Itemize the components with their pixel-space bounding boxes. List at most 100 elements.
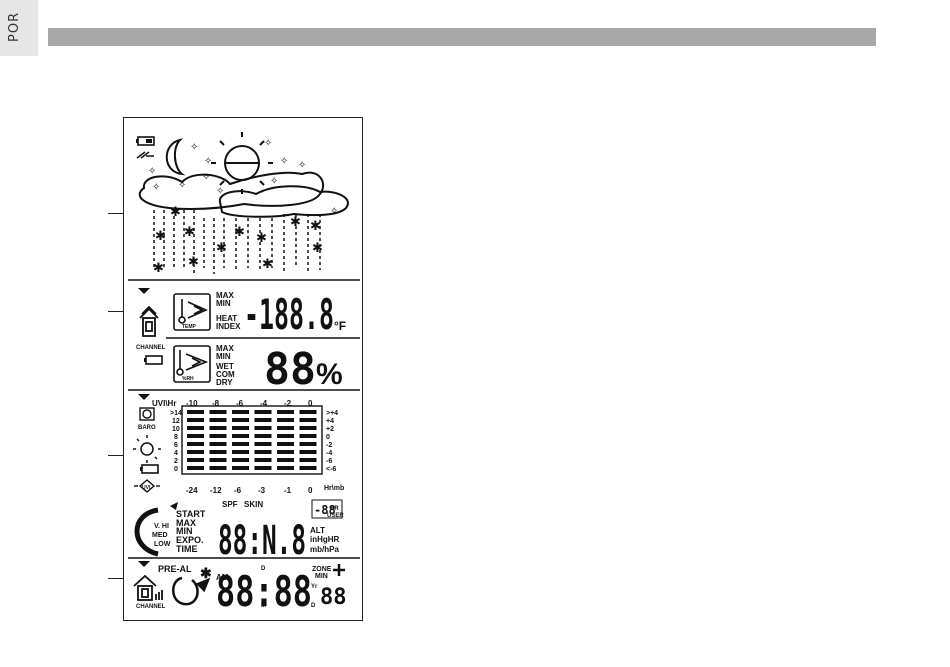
humidity-section: %RH MAX MIN WET COM DRY 88 %	[173, 344, 343, 395]
temperature-readout: -188.8	[244, 290, 334, 339]
temperature-unit: °F	[334, 319, 346, 333]
graph-segment	[187, 426, 204, 430]
graph-bars	[187, 410, 317, 470]
graph-segment	[299, 434, 317, 438]
zone-label: ZONE	[312, 566, 332, 573]
temperature-section: CHANNEL TEMP MAX MIN HEAT INDEX -188.8 °…	[136, 288, 346, 365]
vhi-label: V. HI	[154, 523, 169, 530]
graph-segment	[254, 434, 272, 438]
spf-label: SPF	[222, 500, 238, 509]
right-tick-8: <-6	[326, 466, 336, 473]
graph-section: UVI\Hr -10 -8 -6 -4 -2 0 BARO UVI >14 12	[133, 394, 344, 495]
right-tick-2: +4	[326, 418, 334, 425]
start-label: START	[176, 509, 206, 519]
battery-icon	[136, 136, 155, 146]
right-tick-7: -6	[326, 458, 332, 465]
graph-segment	[187, 418, 204, 422]
graph-segment	[209, 450, 227, 454]
svg-text:✧: ✧	[152, 182, 160, 193]
clock-arrow-down-icon	[138, 561, 150, 567]
temp-channel-label: CHANNEL	[136, 345, 166, 351]
graph-segment	[299, 426, 317, 430]
graph-segment	[232, 418, 249, 422]
graph-segment	[232, 466, 249, 470]
graph-segment	[277, 434, 294, 438]
snow-small-icon: ✱	[200, 565, 212, 581]
graph-segment	[277, 450, 294, 454]
dry-label: DRY	[216, 378, 233, 387]
uv-sun-icon	[133, 435, 161, 463]
graph-segment	[209, 410, 227, 414]
temp-battery-icon	[144, 355, 163, 365]
user-box	[311, 499, 343, 519]
graph-segment	[187, 450, 204, 454]
svg-text:✧: ✧	[178, 180, 186, 191]
svg-text:✱: ✱	[184, 225, 195, 240]
alarm-clock-icon	[172, 576, 211, 606]
top-tick-4: -4	[260, 399, 268, 408]
graph-segment	[187, 466, 204, 470]
low-label: LOW	[154, 541, 171, 548]
svg-text:✧: ✧	[264, 138, 272, 149]
left-tick-8: 0	[174, 466, 178, 473]
cloud-icon	[138, 171, 349, 218]
graph-segment	[299, 458, 317, 462]
graph-segment	[209, 426, 227, 430]
left-tick-3: 10	[172, 426, 180, 433]
heat-label: HEAT	[216, 314, 237, 323]
callout-line-forecast	[108, 213, 128, 214]
svg-text:✧: ✧	[216, 186, 224, 197]
alt-label: ALT	[310, 526, 325, 535]
graph-segment	[232, 410, 249, 414]
hr-label: HR	[330, 506, 339, 512]
uv-small-readout: -88	[314, 503, 336, 517]
svg-text:✧: ✧	[280, 156, 288, 167]
bottom-tick-4: -3	[258, 486, 266, 495]
clock-small-readout: 88	[320, 585, 347, 610]
graph-segment	[209, 434, 227, 438]
temp-max-label: MAX	[216, 291, 234, 300]
svg-text:✧: ✧	[270, 176, 278, 187]
svg-text:✱: ✱	[290, 215, 301, 230]
right-axis-ticks: >+4 +4 +2 0 -2 -4 -6 <-6	[326, 410, 338, 473]
bottom-tick-3: -6	[234, 486, 242, 495]
star-icons: ✧✧✧ ✧✧✧ ✧✧✧ ✧✧✧	[148, 138, 338, 217]
graph-segment	[277, 442, 294, 446]
moon-icon	[165, 138, 186, 176]
graph-segment	[277, 418, 294, 422]
graph-segment	[187, 442, 204, 446]
mbhpa-label: mb/hPa	[310, 545, 339, 554]
humidity-readout: 88	[264, 344, 316, 395]
svg-text:✱: ✱	[234, 225, 245, 240]
svg-text:✧: ✧	[148, 166, 156, 177]
baro-label: BARO	[138, 425, 156, 431]
humidity-unit: %	[316, 358, 343, 391]
right-tick-3: +2	[326, 426, 334, 433]
svg-text:✧: ✧	[202, 172, 210, 183]
left-tick-6: 4	[174, 450, 178, 457]
graph-segment	[299, 466, 317, 470]
svg-text:✱: ✱	[155, 229, 166, 244]
svg-text:✱: ✱	[170, 205, 181, 220]
clock-section: PRE-AL ✱ CHANNEL AM 88:88 D M Yr D ZONE …	[133, 561, 347, 616]
top-tick-2: -8	[212, 399, 220, 408]
graph-segment	[232, 442, 249, 446]
graph-segment	[299, 418, 317, 422]
graph-segment	[254, 450, 272, 454]
svg-text:✱: ✱	[262, 257, 273, 272]
left-tick-2: 12	[172, 418, 180, 425]
graph-segment	[232, 426, 249, 430]
bottom-tick-5: -1	[284, 486, 292, 495]
graph-segment	[277, 466, 294, 470]
language-tab-label: POR	[7, 11, 22, 42]
humidity-icon	[173, 345, 211, 383]
graph-segment	[254, 442, 272, 446]
temp-icon-label: TEMP	[182, 324, 197, 330]
svg-text:✱: ✱	[256, 231, 267, 246]
graph-segment	[232, 458, 249, 462]
skin-label: SKIN	[244, 500, 263, 509]
graph-segment	[187, 410, 204, 414]
sensor-house-icon	[139, 305, 159, 337]
rain-icon	[153, 210, 321, 274]
graph-segment	[232, 434, 249, 438]
